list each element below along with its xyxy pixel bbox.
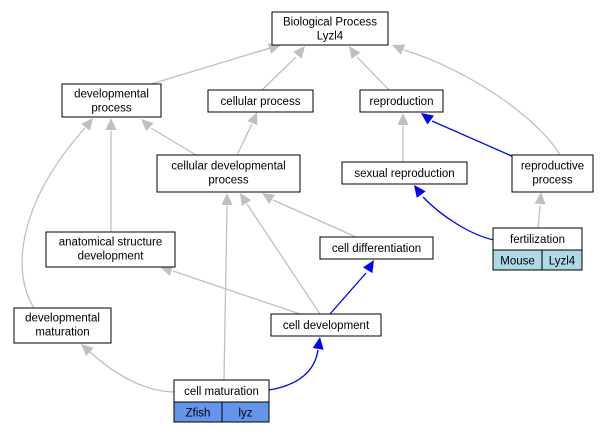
node-biological-process[interactable]: Biological Process Lyzl4 <box>271 11 389 46</box>
edge-cellular-developmental-process-to-cellular-process <box>236 112 258 156</box>
node-label-line: development <box>78 251 145 263</box>
edge-arrowhead <box>414 185 426 198</box>
node-label-line: sexual reproduction <box>354 168 454 180</box>
edge-line <box>236 123 253 156</box>
edge-arrowhead <box>81 118 93 131</box>
node-label-line: cell maturation <box>184 386 259 398</box>
node-cellular-developmental-process[interactable]: cellular developmental process <box>156 154 301 193</box>
tag-gene-label: lyz <box>238 408 252 420</box>
edge-line <box>172 270 301 315</box>
node-developmental-process[interactable]: developmental process <box>61 83 162 118</box>
edge-line <box>537 205 541 229</box>
edge-line <box>403 49 561 156</box>
node-sexual-reproduction[interactable]: sexual reproduction <box>341 161 468 185</box>
edge-arrowhead <box>240 193 252 207</box>
node-label-line: fertilization <box>510 234 565 246</box>
edge-line <box>150 47 271 85</box>
node-label-line: cell differentiation <box>332 243 421 255</box>
node-label-line: cellular process <box>221 96 301 108</box>
edge-arrowhead <box>81 344 94 357</box>
node-label-line: process <box>91 103 132 115</box>
node-developmental-maturation[interactable]: developmental maturation <box>13 307 112 344</box>
edge-arrowhead <box>392 44 406 55</box>
node-cell-differentiation[interactable]: cell differentiation <box>319 236 434 260</box>
edge-line <box>261 56 297 91</box>
edge-arrowhead <box>247 112 258 126</box>
fertilization-gene-tag[interactable]: Mouse Lyzl4 <box>492 249 583 271</box>
node-reproduction[interactable]: reproduction <box>359 89 444 113</box>
edge-line <box>268 349 319 391</box>
node-label-line: Biological Process <box>283 17 377 29</box>
edge-line <box>329 272 367 315</box>
tag-gene-label: Lyzl4 <box>549 256 576 268</box>
edge-reproductive-process-to-reproduction <box>421 113 515 158</box>
edge-line <box>272 199 357 238</box>
node-label-line: Lyzl4 <box>317 31 344 43</box>
edge-arrowhead <box>534 192 546 205</box>
node-fertilization[interactable]: fertilization Mouse Lyzl4 <box>492 227 583 271</box>
edge-cell-maturation-to-cell-development <box>268 337 324 391</box>
edge-arrowhead <box>293 46 305 59</box>
nodes-layer: Biological Process Lyzl4 developmental p… <box>13 11 594 423</box>
edge-arrowhead <box>363 260 374 274</box>
node-label-line: developmental <box>74 89 149 101</box>
edge-arrowhead <box>221 193 233 205</box>
tag-species-label: Mouse <box>500 256 535 268</box>
node-label-line: anatomical structure <box>59 237 163 249</box>
tag-gene-cell <box>541 249 583 271</box>
edge-arrowhead <box>267 43 281 54</box>
node-cell-maturation[interactable]: cell maturation Zfish lyz <box>173 379 270 423</box>
edge-fertilization-to-sexual-reproduction <box>414 185 495 241</box>
edge-arrowhead <box>397 113 409 125</box>
edge-cell-development-to-cell-differentiation <box>329 260 374 315</box>
edge-arrowhead <box>421 113 434 125</box>
edge-developmental-maturation-to-developmental-process <box>21 118 93 309</box>
node-label-line: process <box>208 175 249 187</box>
node-anatomical-structure-development[interactable]: anatomical structure development <box>45 231 176 268</box>
edge-fertilization-to-reproductive-process <box>534 192 546 229</box>
edge-reproductive-process-to-biological-process <box>392 44 561 156</box>
edge-line <box>431 120 515 158</box>
edge-arrowhead <box>349 46 361 59</box>
edge-cell-differentiation-to-cellular-developmental-process <box>262 193 357 238</box>
node-cellular-process[interactable]: cellular process <box>207 89 314 113</box>
cell-maturation-gene-tag[interactable]: Zfish lyz <box>173 401 270 423</box>
node-label-line: cell development <box>283 320 370 332</box>
edge-line <box>356 56 390 91</box>
edge-arrowhead <box>312 337 324 350</box>
edge-arrowhead <box>141 119 154 132</box>
edge-anatomical-structure-development-to-developmental-process <box>105 118 117 232</box>
node-label-line: reproductive <box>521 161 584 173</box>
edge-sexual-reproduction-to-reproduction <box>397 113 409 162</box>
edge-cellular-process-to-biological-process <box>261 46 305 91</box>
edge-cell-maturation-to-developmental-maturation <box>81 344 177 393</box>
node-cell-development[interactable]: cell development <box>270 313 382 337</box>
edge-line <box>89 351 177 393</box>
edge-line <box>223 205 228 381</box>
edge-arrowhead <box>105 118 117 130</box>
edge-cellular-developmental-process-to-developmental-process <box>141 119 197 156</box>
edge-cell-development-to-anatomical-structure-development <box>160 265 301 315</box>
node-label-line: maturation <box>35 327 89 339</box>
edge-arrowhead <box>262 193 276 205</box>
tag-species-label: Zfish <box>186 408 211 420</box>
edge-line <box>150 127 197 156</box>
node-label-line: reproduction <box>370 96 434 108</box>
node-label-line: process <box>532 175 573 187</box>
edge-reproduction-to-biological-process <box>349 46 390 91</box>
node-label-line: developmental <box>25 313 100 325</box>
edge-cell-development-to-cellular-developmental-process <box>240 193 321 315</box>
edges-layer <box>21 43 561 393</box>
edge-line <box>246 203 321 315</box>
edge-line <box>21 127 86 309</box>
node-reproductive-process[interactable]: reproductive process <box>511 154 594 193</box>
edge-line <box>422 196 495 241</box>
node-label-line: cellular developmental <box>171 161 285 173</box>
tag-gene-cell <box>221 401 270 423</box>
edge-cell-maturation-to-cellular-developmental-process <box>221 193 233 381</box>
edge-developmental-process-to-biological-process <box>150 43 281 85</box>
edge-arrowhead <box>160 265 174 276</box>
